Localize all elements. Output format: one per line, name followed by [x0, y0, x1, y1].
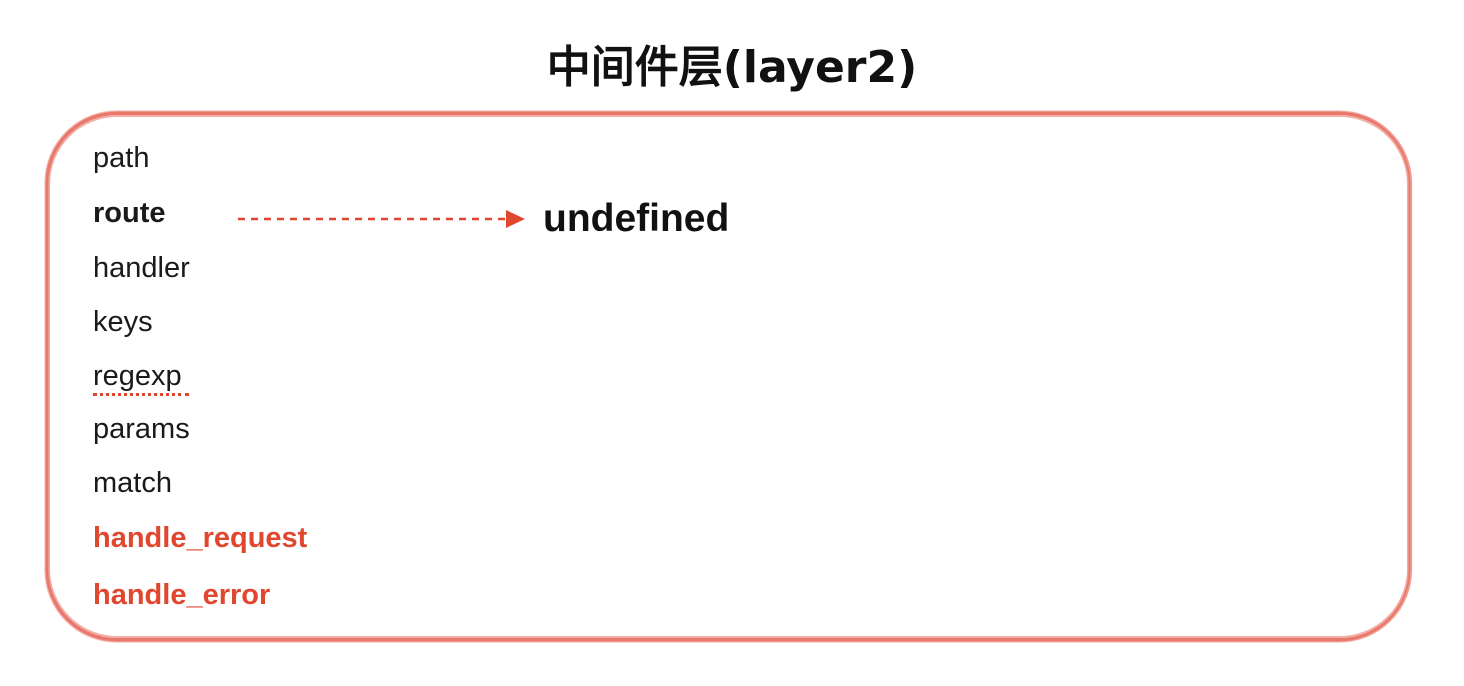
property-handler: handler: [93, 252, 190, 284]
route-arrow: [238, 210, 525, 228]
property-route: route: [93, 197, 166, 229]
diagram-title: 中间件层(layer2): [546, 42, 918, 93]
route-target-value: undefined: [543, 197, 730, 240]
property-params: params: [93, 413, 190, 445]
property-keys: keys: [93, 306, 153, 338]
property-handle-error: handle_error: [93, 579, 271, 611]
property-path: path: [93, 142, 150, 174]
property-regexp: regexp: [93, 360, 182, 392]
property-handle-request: handle_request: [93, 522, 308, 554]
property-match: match: [93, 467, 172, 499]
spellcheck-underline: [93, 390, 189, 396]
